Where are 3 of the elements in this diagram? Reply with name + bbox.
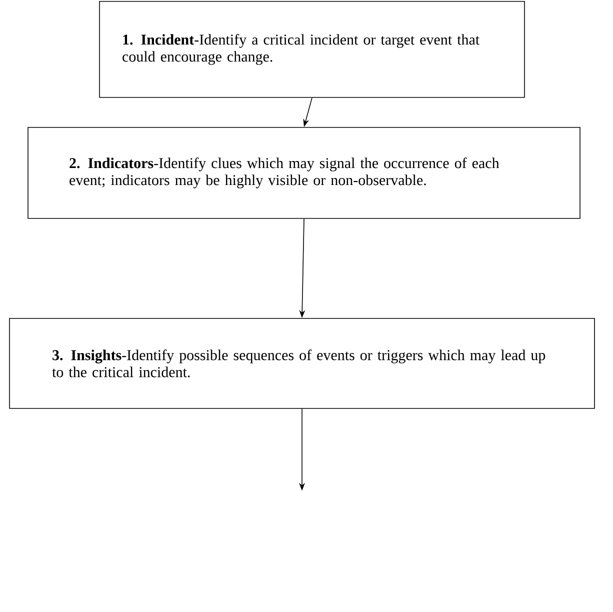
process-box: 3. Insights-Identify possible sequences of events or triggers which may lead up to the critical incident. — [9, 318, 595, 409]
process-box: 2. Indicators-Identify clues which may signal the occurrence of each event; indicators may be highly visible or non-observable. — [28, 127, 580, 219]
process-box: 1. Incident-Identify a critical incident or target event that could encourage change. — [99, 1, 525, 98]
